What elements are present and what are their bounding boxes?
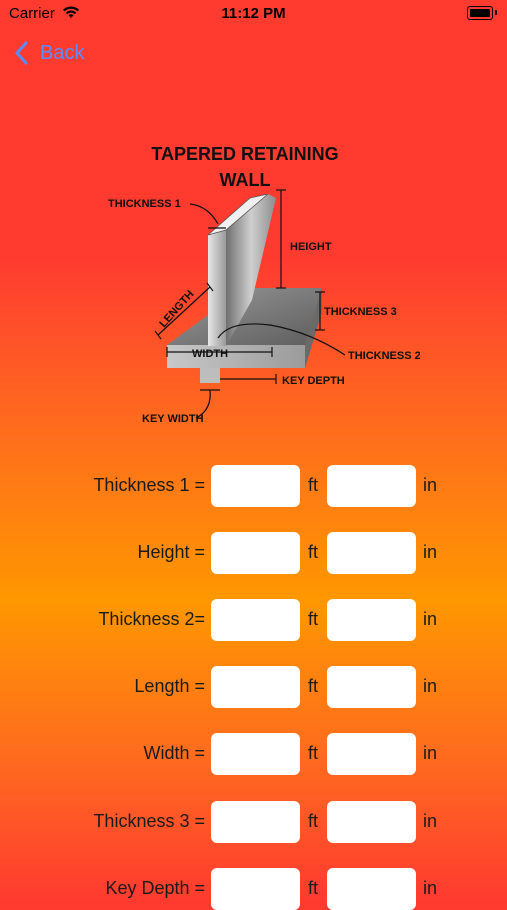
label-height: HEIGHT [290, 241, 332, 253]
thickness3-ft-input[interactable] [211, 801, 300, 843]
thickness1-ft-input[interactable] [211, 465, 300, 507]
key-depth-in-input[interactable] [327, 868, 416, 910]
field-label: Thickness 3 = [93, 811, 205, 831]
diagram-title-line2: WALL [220, 170, 271, 190]
thickness2-ft-input[interactable] [211, 599, 300, 641]
stem-top [207, 193, 269, 236]
label-thickness3: THICKNESS 3 [324, 306, 397, 318]
carrier-label: Carrier [9, 5, 55, 22]
unit-in: in [423, 542, 438, 562]
unit-in: in [423, 475, 438, 495]
label-thickness1: THICKNESS 1 [108, 198, 181, 210]
row-key-depth: Key Depth = ft in [0, 868, 507, 910]
length-ft-input[interactable] [211, 666, 300, 708]
status-bar: Carrier 11:12 PM [0, 0, 507, 28]
unit-ft: ft [308, 743, 319, 763]
unit-in: in [423, 743, 438, 763]
field-label: Height = [137, 542, 205, 562]
unit-in: in [423, 609, 438, 629]
label-key-depth: KEY DEPTH [282, 375, 345, 387]
clock: 11:12 PM [221, 5, 286, 22]
footing-top [167, 288, 322, 345]
width-ft-input[interactable] [211, 733, 300, 775]
footing-key [200, 368, 220, 383]
width-in-input[interactable] [327, 733, 416, 775]
unit-ft: ft [308, 878, 319, 898]
unit-in: in [423, 676, 438, 696]
retaining-wall-diagram: TAPERED RETAINING WALL [100, 140, 421, 440]
chevron-left-icon [15, 41, 28, 65]
thickness2-in-input[interactable] [327, 599, 416, 641]
height-in-input[interactable] [327, 532, 416, 574]
thickness3-in-input[interactable] [327, 801, 416, 843]
height-ft-input[interactable] [211, 532, 300, 574]
unit-ft: ft [308, 609, 319, 629]
diagram-svg: TAPERED RETAINING WALL [108, 144, 421, 425]
unit-ft: ft [308, 542, 319, 562]
wifi-icon [62, 5, 80, 24]
row-thickness3: Thickness 3 = ft in [0, 801, 507, 843]
row-width: Width = ft in [0, 733, 507, 775]
battery-icon [467, 6, 497, 20]
unit-in: in [423, 811, 438, 831]
stem-front [208, 230, 226, 346]
thickness1-in-input[interactable] [327, 465, 416, 507]
back-label: Back [40, 41, 85, 64]
stem-face [226, 194, 276, 346]
unit-ft: ft [308, 811, 319, 831]
diagram-title-line1: TAPERED RETAINING [151, 144, 338, 164]
row-thickness1: Thickness 1 = ft in [0, 465, 507, 507]
back-button[interactable]: Back [14, 38, 84, 68]
row-thickness2: Thickness 2= ft in [0, 599, 507, 641]
label-key-width: KEY WIDTH [142, 413, 204, 425]
length-in-input[interactable] [327, 666, 416, 708]
label-thickness2: THICKNESS 2 [348, 350, 420, 362]
row-height: Height = ft in [0, 532, 507, 574]
field-label: Thickness 1 = [93, 475, 205, 495]
unit-ft: ft [308, 475, 319, 495]
key-depth-ft-input[interactable] [211, 868, 300, 910]
unit-in: in [423, 878, 438, 898]
label-length: LENGTH [157, 288, 196, 330]
field-label: Thickness 2= [98, 609, 205, 629]
unit-ft: ft [308, 676, 319, 696]
footing-front [167, 345, 305, 368]
field-label: Key Depth = [105, 878, 205, 898]
row-length: Length = ft in [0, 666, 507, 708]
footing-side [305, 288, 322, 368]
label-width: WIDTH [192, 348, 228, 360]
field-label: Length = [134, 676, 205, 696]
field-label: Width = [143, 743, 205, 763]
